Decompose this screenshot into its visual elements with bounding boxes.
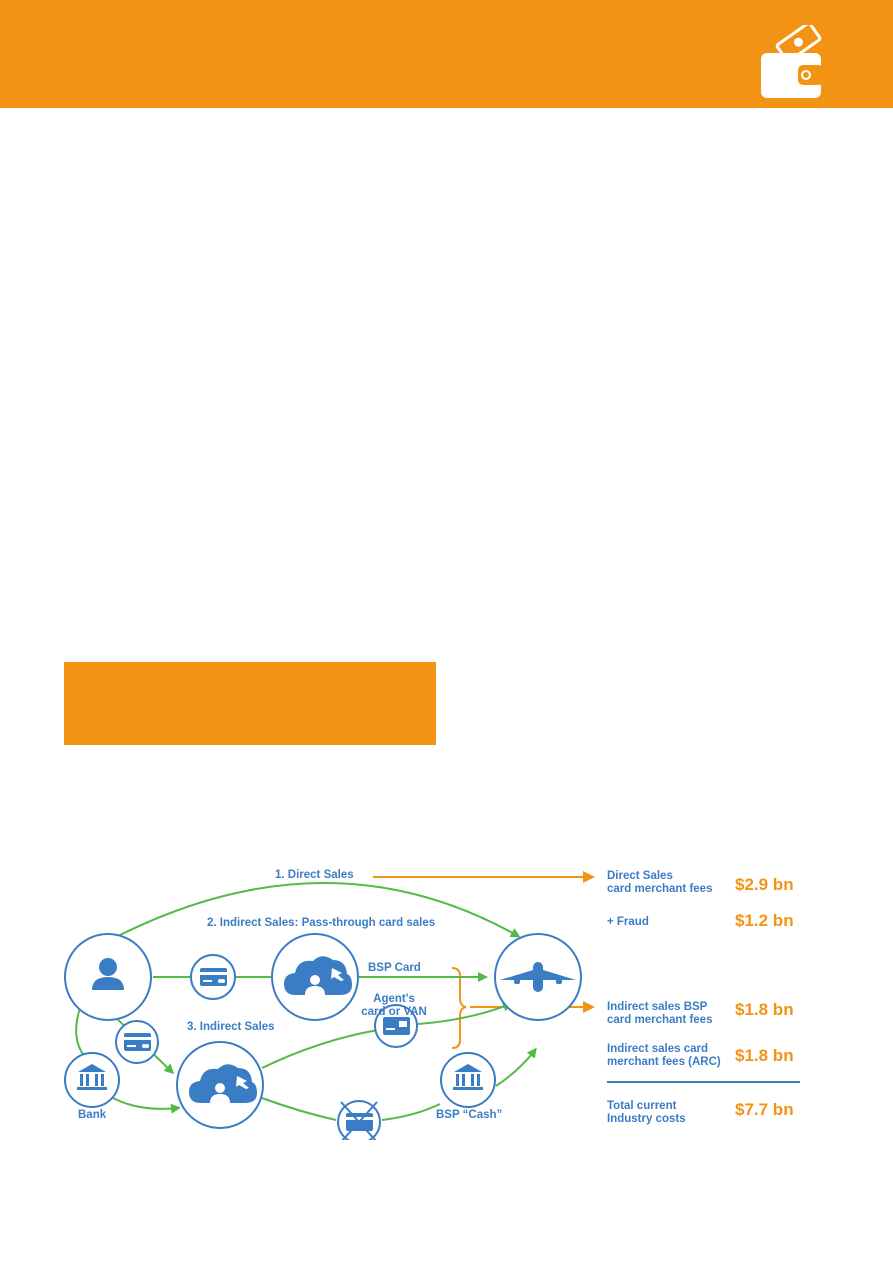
airplane-icon	[500, 962, 576, 992]
airline-node	[494, 933, 582, 1021]
bank-label: Bank	[78, 1109, 107, 1121]
flow-bsp-cash-to-airline	[495, 1047, 537, 1087]
bsp-cash-label: BSP “Cash”	[436, 1109, 503, 1121]
flow-bank-to-indirect	[112, 1097, 181, 1114]
cost-row-direct-label: Direct Sales card merchant fees	[607, 870, 712, 895]
flow-direct-arc	[117, 882, 521, 938]
cost-row-total-label: Total current Industry costs	[607, 1100, 686, 1125]
credit-card-icon	[124, 1033, 151, 1051]
customer-card-node	[115, 1020, 159, 1064]
cost-label-line: Indirect sales card	[607, 1043, 708, 1055]
cost-label-line: merchant fees (ARC)	[607, 1055, 721, 1068]
payment-flow-diagram: 1. Direct Sales 2. Indirect Sales: Pass-…	[0, 840, 893, 1140]
bank-icon	[453, 1064, 483, 1090]
credit-card-icon	[200, 968, 227, 986]
travel-agent-cloud-node	[271, 933, 359, 1021]
agents-card-label-line1: Agent's	[373, 993, 415, 1005]
indirect-agent-cloud-node	[176, 1041, 264, 1129]
cost-row-indirect-bsp-label: Indirect sales BSP card merchant fees	[607, 1001, 712, 1026]
cost-label-line: card merchant fees	[607, 1013, 713, 1026]
cost-row-indirect-bsp-amount: $1.8 bn	[735, 1000, 794, 1019]
bsp-bracket	[451, 967, 467, 1049]
cost-total-divider	[607, 1081, 800, 1083]
cost-row-fraud-label: + Fraud	[607, 916, 649, 929]
cost-label-line: Indirect sales BSP	[607, 1001, 708, 1013]
header-bar	[0, 0, 893, 108]
bank-icon	[77, 1064, 107, 1090]
flow-agents-card-to-airline	[417, 1001, 513, 1025]
direct-sales-label: 1. Direct Sales	[275, 869, 354, 881]
cost-row-total-amount: $7.7 bn	[735, 1100, 794, 1119]
flow-indirect-to-cross	[261, 1097, 337, 1121]
bsp-cash-bank-node	[440, 1052, 496, 1108]
cost-label-line: Direct Sales	[607, 870, 673, 882]
cost-row-direct-amount: $2.9 bn	[735, 875, 794, 894]
flow-cross-to-bsp-cash	[381, 1103, 441, 1121]
indirect-pass-through-label: 2. Indirect Sales: Pass-through card sal…	[207, 917, 436, 929]
credit-card-icon	[383, 1017, 410, 1035]
cloud-agent-icon	[284, 956, 352, 995]
agents-card-label-line2: card or VAN	[361, 1006, 427, 1018]
card-node	[190, 954, 236, 1000]
indirect-sales-label: 3. Indirect Sales	[187, 1021, 275, 1033]
cost-label-line: Industry costs	[607, 1112, 686, 1125]
flow-customer-down	[75, 1007, 87, 1059]
customer-node	[64, 933, 152, 1021]
cost-label-line: + Fraud	[607, 916, 649, 928]
cloud-agent-icon	[189, 1064, 257, 1103]
section-heading-box	[64, 662, 436, 745]
person-icon	[92, 958, 124, 990]
crossed-card-node	[337, 1100, 381, 1140]
crossed-card-icon	[340, 1101, 378, 1140]
agents-card-node	[374, 1004, 418, 1048]
cost-label-line: card merchant fees	[607, 882, 713, 895]
cost-row-indirect-arc-label: Indirect sales card merchant fees (ARC)	[607, 1043, 721, 1068]
bank-node	[64, 1052, 120, 1108]
agents-card-label: Agent's card or VAN	[358, 993, 430, 1019]
cost-row-fraud-amount: $1.2 bn	[735, 911, 794, 930]
flow-graphics	[64, 871, 595, 1140]
bsp-card-label: BSP Card	[368, 962, 421, 974]
flow-indirect-to-agents-card	[261, 1029, 379, 1069]
cost-label-line: Total current	[607, 1100, 677, 1112]
wallet-icon	[761, 25, 824, 98]
cost-row-indirect-arc-amount: $1.8 bn	[735, 1046, 794, 1065]
